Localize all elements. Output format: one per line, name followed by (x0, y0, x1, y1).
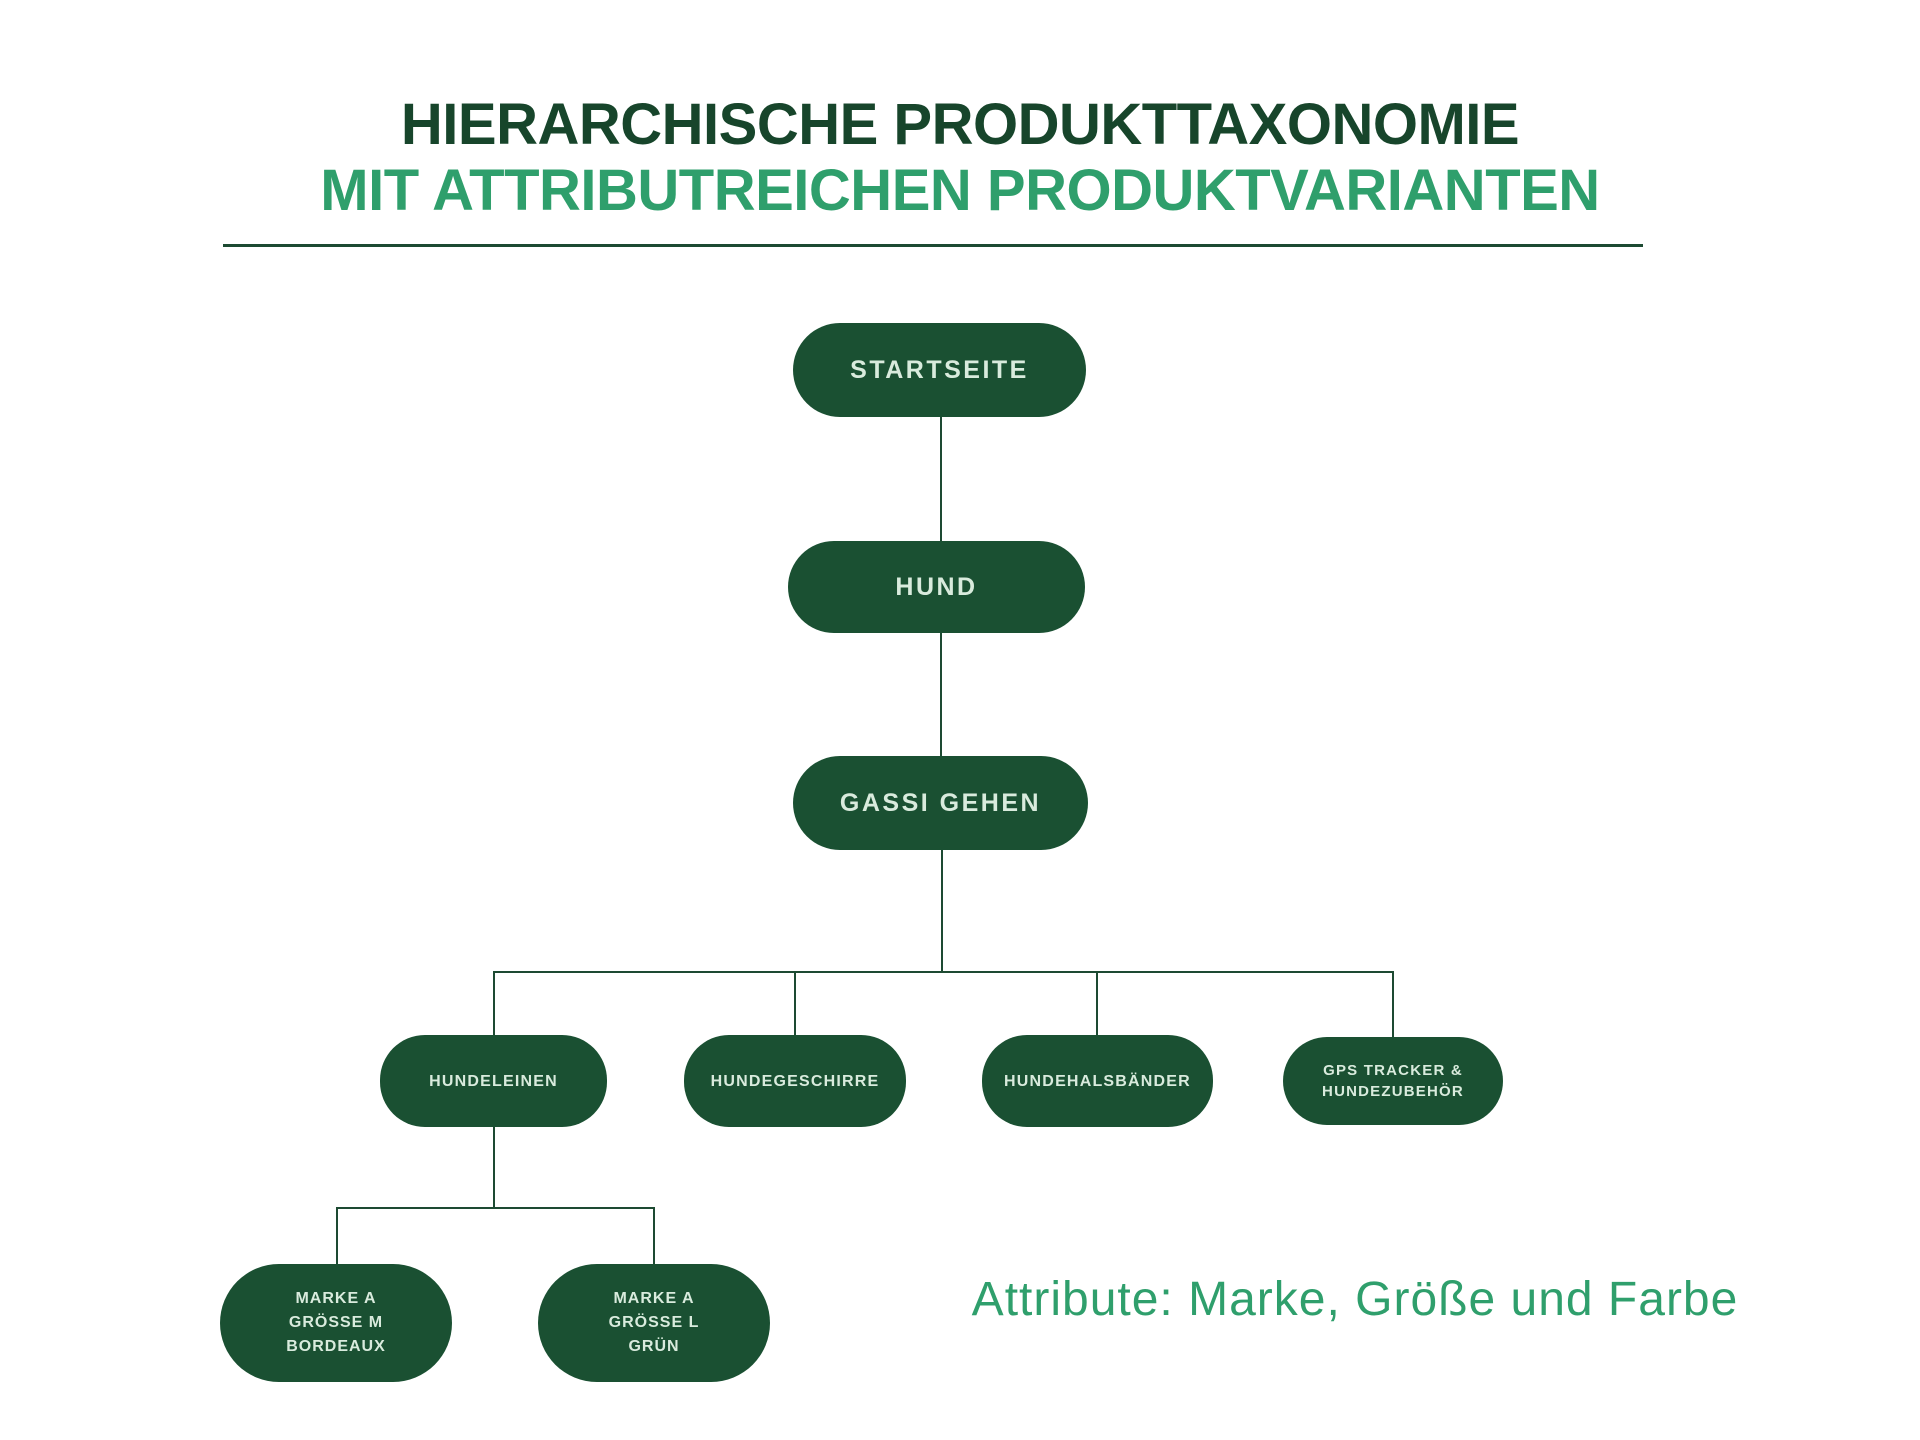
node-gps-tracker-label-line2: HUNDEZUBEHÖR (1322, 1083, 1464, 1100)
node-hundehalsbaender: HUNDEHALSBÄNDER (982, 1035, 1213, 1127)
connector-drop-hundegeschirre (794, 971, 796, 1035)
node-hundeleinen: HUNDELEINEN (380, 1035, 607, 1127)
page-title-line2: MIT ATTRIBUTREICHEN PRODUKTVARIANTEN (320, 158, 1600, 223)
variant-l-label-line3: GRÜN (628, 1338, 680, 1355)
node-hundegeschirre-label: HUNDEGESCHIRRE (710, 1072, 880, 1090)
connector-drop-hundeleinen (493, 971, 495, 1035)
node-hundegeschirre: HUNDEGESCHIRRE (684, 1035, 906, 1127)
node-variant-marke-a-l-gruen: MARKE A GRÖSSE L GRÜN (538, 1264, 770, 1382)
variant-l-label-line1: MARKE A (613, 1290, 695, 1307)
node-startseite-label: STARTSEITE (850, 355, 1029, 384)
node-hundehalsbaender-label: HUNDEHALSBÄNDER (1004, 1072, 1191, 1090)
page-title: HIERARCHISCHE PRODUKTTAXONOMIE MIT ATTRI… (0, 92, 1920, 224)
connector-drop-gps-tracker (1392, 971, 1394, 1037)
variant-l-label-line2: GRÖSSE L (608, 1314, 700, 1331)
connector-hundeleinen-stem (493, 1127, 495, 1209)
page-title-line1: HIERARCHISCHE PRODUKTTAXONOMIE (400, 92, 1520, 157)
connector-drop-variant-l (653, 1207, 655, 1264)
connector-drop-hundehalsbaender (1096, 971, 1098, 1035)
node-variant-marke-a-m-bordeaux: MARKE A GRÖSSE M BORDEAUX (220, 1264, 452, 1382)
connector-variants-horizontal (336, 1207, 654, 1209)
variant-m-label-line1: MARKE A (295, 1290, 377, 1307)
node-gps-tracker-label-line1: GPS TRACKER & (1323, 1062, 1463, 1079)
node-hund-label: HUND (895, 572, 978, 601)
node-startseite: STARTSEITE (793, 323, 1086, 417)
connector-gassigehen-stem (941, 850, 943, 971)
node-hundeleinen-label: HUNDELEINEN (429, 1072, 558, 1090)
node-gassi-gehen: GASSI GEHEN (793, 756, 1088, 850)
variant-m-label-line3: BORDEAUX (286, 1338, 386, 1355)
attributes-caption: Attribute: Marke, Größe und Farbe (971, 1273, 1739, 1326)
node-hund: HUND (788, 541, 1085, 633)
title-divider-line (223, 244, 1643, 247)
variant-m-label-line2: GRÖSSE M (288, 1314, 384, 1331)
connector-startseite-hund (940, 417, 942, 541)
node-gassi-gehen-label: GASSI GEHEN (839, 788, 1042, 817)
connector-hund-gassigehen (940, 633, 942, 756)
connector-drop-variant-m (336, 1207, 338, 1264)
node-gps-tracker-hundezubehoer: GPS TRACKER & HUNDEZUBEHÖR (1283, 1037, 1503, 1125)
connector-level2-horizontal (493, 971, 1394, 973)
